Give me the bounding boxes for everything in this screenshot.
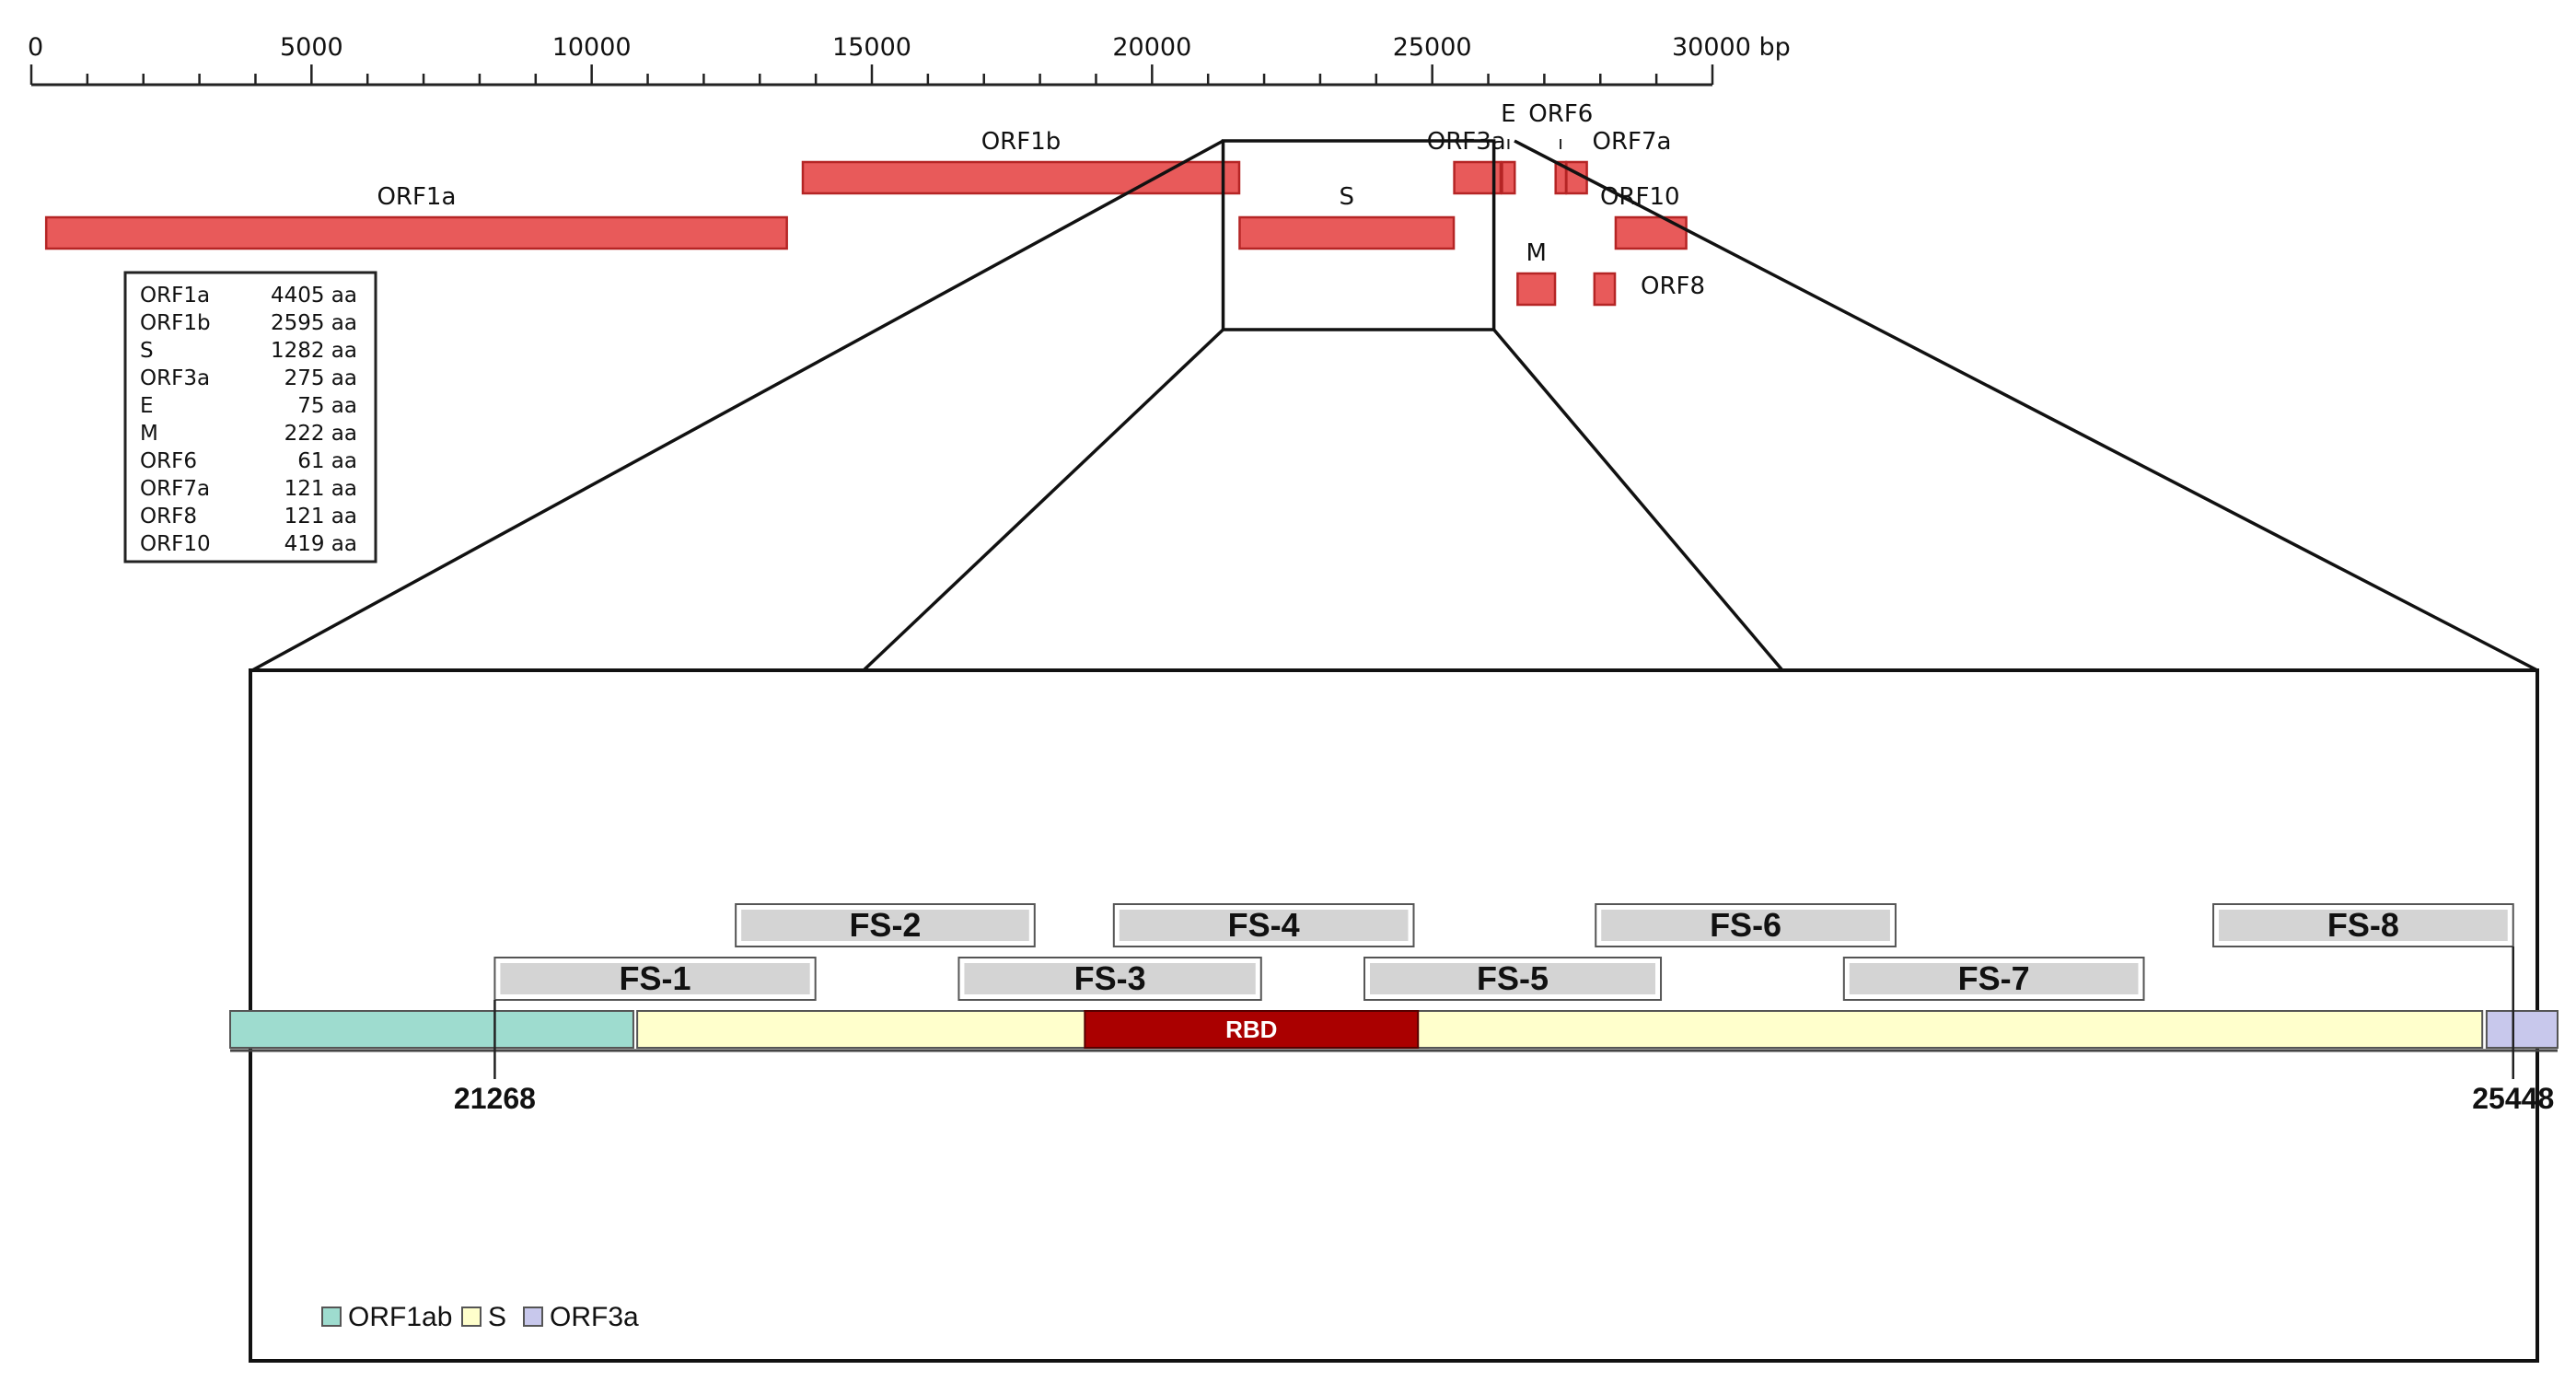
- fragment-label-fs-7: FS-7: [1958, 959, 2030, 997]
- protein-table-length: 4405 aa: [271, 284, 357, 308]
- protein-table-name: ORF1a: [140, 284, 210, 308]
- fragment-label-fs-8: FS-8: [2327, 906, 2399, 944]
- end-position-label: 25448: [2472, 1082, 2554, 1115]
- gene-bar-e: [1501, 160, 1516, 195]
- gene-label-orf7a: ORF7a: [1593, 128, 1672, 156]
- rbd-label: RBD: [1225, 1016, 1277, 1043]
- protein-table-name: M: [140, 422, 158, 446]
- gene-label-orf1a: ORF1a: [377, 183, 456, 211]
- zoom-legend: ORF1ab S ORF3a: [321, 1302, 639, 1332]
- protein-table-name: ORF1b: [140, 311, 211, 335]
- protein-table-length: 1282 aa: [271, 339, 357, 363]
- protein-table-length: 121 aa: [284, 505, 357, 528]
- legend-swatch-orf3a: [523, 1307, 543, 1327]
- protein-table-name: ORF10: [140, 532, 211, 556]
- gene-label-orf1b: ORF1b: [981, 128, 1062, 156]
- protein-table-name: ORF6: [140, 449, 197, 473]
- protein-table-length: 222 aa: [284, 422, 357, 446]
- protein-table-name: ORF7a: [140, 477, 210, 501]
- legend-swatch-s: [461, 1307, 482, 1327]
- connector-outer-left: [251, 139, 1224, 672]
- gene-bar-orf10: [1614, 215, 1688, 250]
- fragment-label-fs-5: FS-5: [1477, 959, 1549, 997]
- fragment-bar-fs-3: [964, 963, 1256, 994]
- gene-bar-orf1b: [801, 160, 1241, 195]
- fragment-label-fs-3: FS-3: [1074, 959, 1146, 997]
- protein-table-length: 419 aa: [284, 532, 357, 556]
- protein-length-table: ORF1a 4405 aa ORF1b 2595 aa S 1282 aa ORF3a 275…: [123, 271, 377, 563]
- legend-label-orf3a: ORF3a: [550, 1302, 639, 1332]
- fragment-label-fs-1: FS-1: [620, 959, 691, 997]
- fragment-bar-fs-7: [1849, 963, 2139, 994]
- gene-label-e: E: [1501, 100, 1515, 128]
- track-orf3a: [2485, 1010, 2559, 1049]
- fragment-bar-fs-2: [741, 910, 1029, 941]
- fragment-bar-fs-8: [2219, 910, 2508, 941]
- zoom-source-box: [1221, 139, 1496, 331]
- start-position-label: 21268: [454, 1082, 536, 1115]
- gene-label-orf6: ORF6: [1528, 100, 1593, 128]
- connector-inner-right: [1492, 328, 1784, 672]
- axis-tick-label: 30000 bp: [1672, 33, 1791, 62]
- protein-table-frame: [123, 271, 377, 563]
- fragment-label-fs-2: FS-2: [849, 906, 921, 944]
- axis-tick-label: 25000: [1393, 33, 1472, 62]
- protein-table-name: ORF3a: [140, 366, 210, 390]
- protein-table-length: 121 aa: [284, 477, 357, 501]
- axis-tick-label: 15000: [832, 33, 911, 62]
- protein-table-length: 2595 aa: [271, 311, 357, 335]
- fragment-label-fs-6: FS-6: [1710, 906, 1781, 944]
- gene-bar-s: [1238, 215, 1456, 250]
- protein-table-name: E: [140, 394, 154, 418]
- gene-label-s: S: [1339, 183, 1354, 211]
- fragment-bar-fs-1: [500, 963, 810, 994]
- track-orf1ab: [229, 1010, 634, 1049]
- axis-tick-label: 0: [28, 33, 43, 62]
- connector-outer-right: [1514, 139, 2538, 672]
- gene-bar-orf8: [1593, 272, 1617, 307]
- protein-table-name: ORF8: [140, 505, 197, 528]
- gene-label-orf8: ORF8: [1641, 273, 1705, 300]
- genome-axis: 0 5000 10000 15000 20000 25000 30000 bp: [28, 33, 1791, 87]
- fragment-bar-fs-4: [1119, 910, 1409, 941]
- spike-zoom-panel: RBD FS-1 FS-2FS-3 FS-4FS-5 FS-6FS-7 FS-8 21268…: [229, 668, 2559, 1363]
- gene-bar-m: [1516, 272, 1557, 307]
- axis-tick-label: 5000: [280, 33, 343, 62]
- fragment-bar-fs-5: [1370, 963, 1656, 994]
- zoom-connectors: [251, 139, 2538, 672]
- fragment-bar-fs-6: [1601, 910, 1890, 941]
- rbd-region: [1084, 1010, 1420, 1049]
- axis-tick-label: 10000: [552, 33, 632, 62]
- fragment-label-fs-4: FS-4: [1228, 906, 1300, 944]
- connector-inner-left: [862, 328, 1224, 672]
- gene-bar-orf1a: [44, 215, 788, 250]
- protein-table-length: 75 aa: [297, 394, 357, 418]
- protein-table-length: 275 aa: [284, 366, 357, 390]
- legend-swatch-orf1ab: [321, 1307, 342, 1327]
- legend-label-orf1ab: ORF1ab: [348, 1302, 452, 1332]
- protein-table-length: 61 aa: [297, 449, 357, 473]
- axis-tick-label: 20000: [1112, 33, 1191, 62]
- track-s: [636, 1010, 2484, 1049]
- protein-table-name: S: [140, 339, 154, 363]
- legend-label-s: S: [488, 1302, 506, 1332]
- gene-label-m: M: [1526, 239, 1546, 267]
